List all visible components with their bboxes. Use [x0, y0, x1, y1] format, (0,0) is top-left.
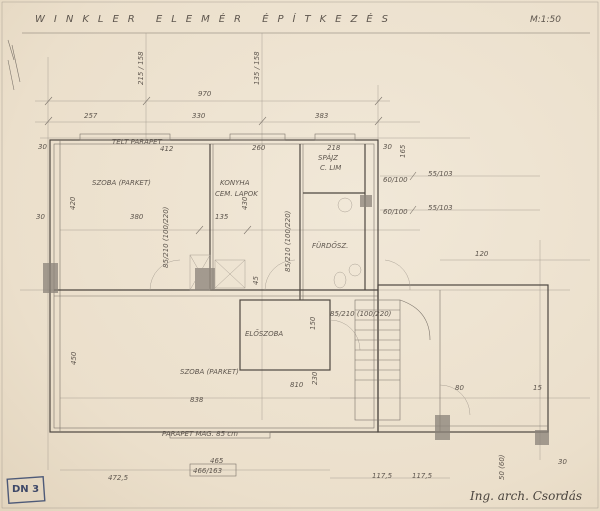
window-size-box [189, 463, 237, 477]
dim-450: 450 [70, 351, 78, 365]
drawing-scale: M:1:50 [530, 15, 561, 25]
dim-412: 412 [160, 145, 174, 153]
window-dim-2: 55/103 [428, 170, 453, 178]
dim-50-60: 50 (60) [498, 454, 506, 480]
room-szoba-2: SZOBA (PARKET) [180, 368, 239, 376]
room-furdoszoba: FÜRDŐSZ. [312, 241, 348, 250]
dim-810: 810 [290, 381, 304, 389]
window-size: 466/163 [193, 467, 222, 475]
room-spajz: SPÁJZ [318, 153, 338, 162]
door-dim-3: 85/210 (100/220) [330, 310, 392, 318]
windows [79, 133, 356, 439]
dim-465: 465 [210, 457, 224, 465]
window-dim-3: 60/100 [383, 208, 408, 216]
svg-text:DN 3: DN 3 [12, 484, 39, 495]
kitchen-fixtures [189, 197, 362, 291]
dim-383: 383 [315, 112, 328, 120]
dim-230: 230 [311, 371, 319, 385]
dim-150: 150 [309, 316, 317, 330]
dimension-lines [20, 33, 590, 479]
window-dim-1: 60/100 [383, 176, 408, 184]
dim-30-d: 30 [558, 458, 567, 466]
label-telt-parapet: TELT PARAPET [112, 138, 163, 146]
dim-30-c: 30 [36, 213, 45, 221]
dim-15: 15 [533, 384, 542, 392]
dim-117-5-b: 117,5 [412, 472, 433, 480]
dim-30-b: 30 [383, 143, 392, 151]
dim-135-158: 135 / 158 [253, 51, 261, 85]
room-konyha-floor: CEM. LAPOK [215, 190, 259, 198]
room-szoba-1: SZOBA (PARKET) [92, 179, 151, 187]
dim-430: 430 [241, 196, 249, 210]
margin-marks [7, 39, 21, 91]
staircase [354, 299, 431, 421]
label-parapet-height: PARAPET MAG. 85 cm [162, 430, 238, 438]
window-dim-4: 55/103 [428, 204, 453, 212]
door-dim-1: 85/210 (100/220) [162, 206, 170, 268]
dim-380: 380 [130, 213, 144, 221]
dim-165: 165 [399, 144, 407, 158]
dim-330: 330 [192, 112, 206, 120]
door-swings [149, 259, 471, 416]
dimension-ticks [44, 96, 417, 235]
room-konyha: KONYHA [220, 179, 250, 187]
drawing-title: WINKLER ELEMÉR ÉPÍTKEZÉS [35, 12, 397, 25]
dim-30-a: 30 [38, 143, 47, 151]
dim-472-5: 472,5 [108, 474, 129, 482]
dim-260: 260 [252, 144, 266, 152]
dim-total: 970 [198, 90, 212, 98]
dim-257: 257 [84, 112, 98, 120]
door-dim-2: 85/210 (100/220) [284, 210, 292, 272]
dim-215-158: 215 / 158 [137, 51, 145, 85]
wall-hatching [43, 195, 549, 445]
architect-signature: Ing. arch. Csordás [469, 489, 582, 503]
dim-135: 135 [215, 213, 229, 221]
dim-80: 80 [455, 384, 464, 392]
room-labels: SZOBA (PARKET) KONYHA CEM. LAPOK SPÁJZ C… [92, 138, 348, 438]
room-spajz-sub: C. LIM [320, 164, 341, 172]
dim-420: 420 [69, 196, 77, 210]
dim-838: 838 [190, 396, 204, 404]
dim-120: 120 [475, 250, 489, 258]
dim-117-5-a: 117,5 [372, 472, 393, 480]
dim-45: 45 [252, 276, 260, 285]
dim-218: 218 [327, 144, 341, 152]
archive-stamp: DN 3 [6, 476, 46, 504]
dimension-labels: 970 257 330 383 215 / 158 135 / 158 412 … [36, 51, 567, 482]
room-eloszoba: ELŐSZOBA [245, 329, 283, 338]
